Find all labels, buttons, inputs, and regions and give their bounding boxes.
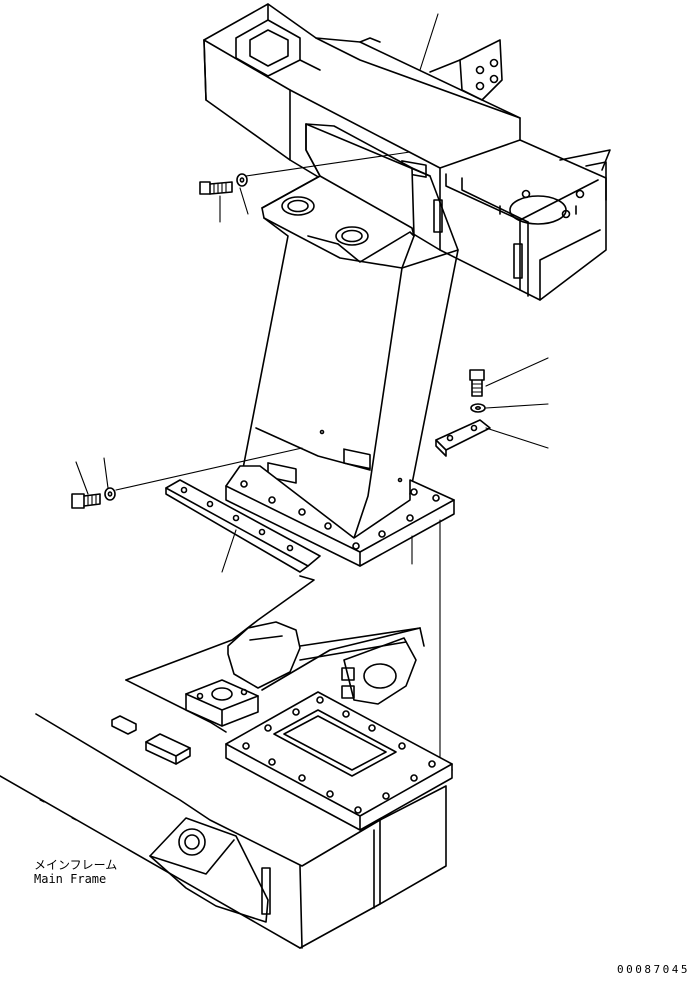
shim-plate-left [165, 479, 321, 573]
washer-upper-left [236, 173, 248, 187]
vertical-column [225, 123, 459, 567]
washer-right [470, 403, 486, 413]
main-frame-label-en: Main Frame [34, 872, 107, 886]
bolt-upper-left [199, 181, 233, 195]
main-frame-label-jp: メインフレーム [34, 858, 118, 872]
bolt-right [469, 369, 485, 397]
main-frame [0, 575, 453, 949]
upper-cross-beam [203, 3, 611, 301]
shim-plate-right [435, 419, 491, 457]
bolt-lower-left [71, 493, 101, 509]
drawing-number: 00087045 [617, 963, 690, 976]
washer-lower-left [104, 487, 116, 501]
main-frame-label: メインフレーム Main Frame [34, 858, 117, 886]
leader-lines [75, 13, 549, 765]
